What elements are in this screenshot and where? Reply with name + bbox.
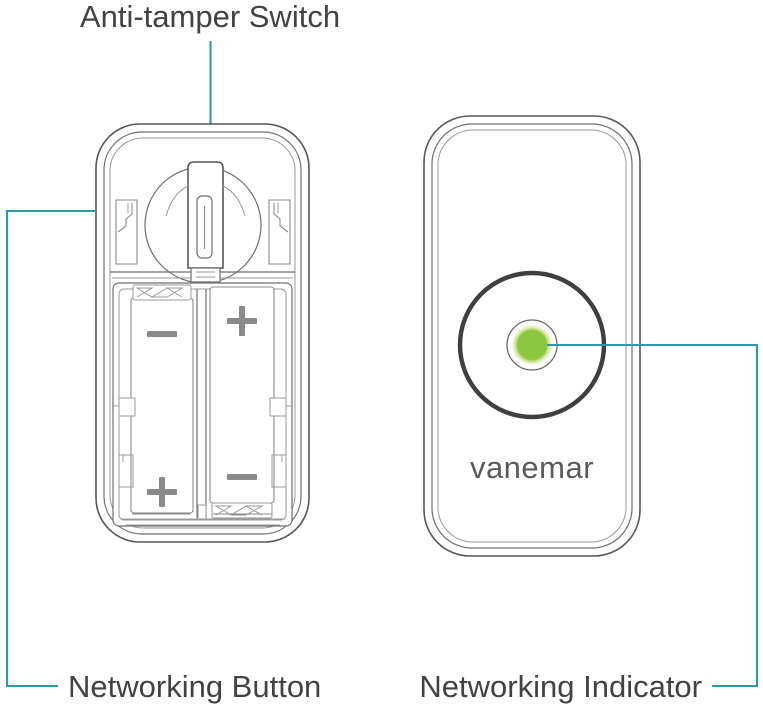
callout-label-networking-indicator: Networking Indicator xyxy=(419,669,702,704)
callout-label-networking-button: Networking Button xyxy=(68,669,321,704)
leader-line-networking-button xyxy=(5,209,96,688)
battery-left xyxy=(113,284,194,514)
cover-clip-left xyxy=(115,199,138,265)
leader-line-networking-indicator xyxy=(547,343,759,688)
callout-label-anti-tamper-switch: Anti-tamper Switch xyxy=(80,0,340,34)
networking-indicator[interactable] xyxy=(517,330,547,360)
right-device-inner-shell-2 xyxy=(437,129,627,543)
battery-left-terminal-plus xyxy=(147,477,177,507)
battery-right-terminal-plus xyxy=(227,306,257,336)
device-left-battery-compartment xyxy=(95,123,310,543)
battery-right-retainer xyxy=(269,397,287,417)
battery-right-spring xyxy=(211,502,273,519)
right-device-inner-shell xyxy=(431,123,633,549)
tamper-switch-foot xyxy=(190,267,221,283)
battery-left-retainer xyxy=(118,397,136,417)
battery-center-post xyxy=(197,504,207,521)
battery-bay xyxy=(112,282,293,527)
anti-tamper-switch[interactable] xyxy=(165,161,246,283)
cover-clip-right xyxy=(268,199,291,265)
brand-wordmark: vanemar xyxy=(470,450,594,485)
battery-left-spring xyxy=(132,284,192,301)
device-right-front-face: vanemar xyxy=(423,115,641,557)
battery-left-terminal-minus xyxy=(147,331,177,337)
battery-right-terminal-minus xyxy=(227,474,257,480)
left-device-inner-shell-2 xyxy=(109,137,296,529)
left-device-inner-shell xyxy=(103,131,302,535)
